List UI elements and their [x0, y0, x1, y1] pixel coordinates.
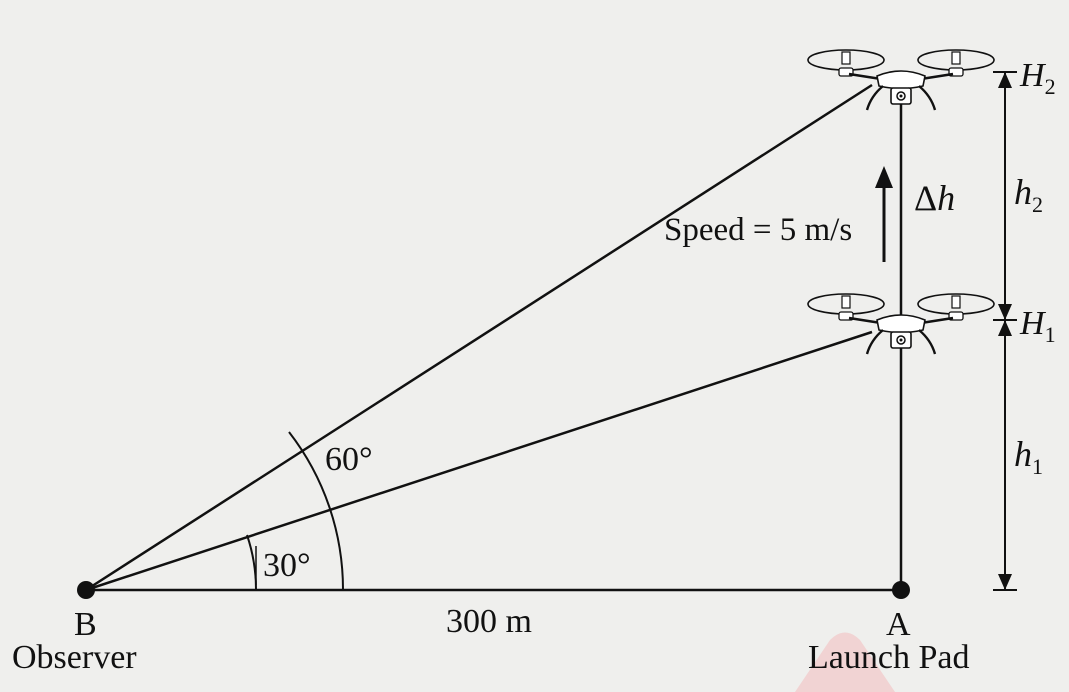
launch-pad-label: Launch Pad: [808, 639, 969, 676]
h1-upper-label: H1: [1019, 305, 1056, 347]
angle-arc-30: [246, 534, 258, 591]
h2-upper-label: H2: [1019, 57, 1056, 99]
angle-arc-60: [288, 431, 345, 591]
angle-60-label: 60°: [325, 441, 373, 478]
line-of-sight-upper: [85, 83, 873, 592]
point-a-label: A: [886, 606, 911, 643]
delta-h-label: Δh: [914, 178, 955, 218]
line-of-sight-lower: [85, 330, 873, 592]
distance-label: 300 m: [446, 603, 532, 640]
h2-lower-label: h2: [1014, 172, 1043, 217]
point-a-dot: [892, 581, 910, 599]
point-b-label: B: [74, 606, 97, 643]
observer-label: Observer: [12, 639, 137, 676]
point-b-dot: [77, 581, 95, 599]
height-dimension: [993, 71, 1017, 591]
drone-icon: [806, 48, 996, 112]
h1-lower-label: h1: [1014, 434, 1043, 479]
watermark-shape: [795, 632, 895, 692]
arrow-up-icon: [875, 166, 893, 262]
speed-label: Speed = 5 m/s: [664, 212, 852, 248]
angle-30-label: 30°: [263, 547, 311, 584]
